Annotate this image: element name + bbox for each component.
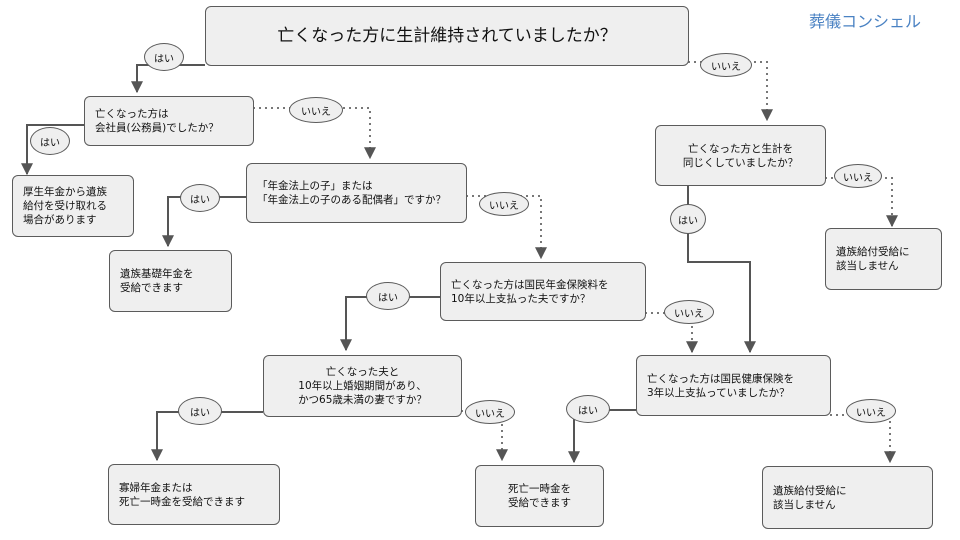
connector-no [645,312,698,354]
connector-yes [21,124,84,176]
no-label: いいえ [479,192,529,216]
question-employee: 亡くなった方は 会社員(公務員)でしたか？ [84,96,254,146]
yes-label: はい [566,395,610,423]
question-same-livelihood: 亡くなった方と生計を 同じくしていましたか？ [655,125,826,186]
connector-no [688,61,773,122]
no-label: いいえ [834,164,882,188]
question-child: 「年金法上の子」または 「年金法上の子のある配偶者」ですか？ [246,163,467,223]
result-not-eligible-2: 遺族給付受給に 該当しません [762,466,933,529]
connector-yes [151,411,263,462]
yes-label: はい [178,397,222,425]
question-supported: 亡くなった方に生計維持されていましたか？ [205,6,689,66]
question-husband-paid: 亡くなった方は国民年金保険料を 10年以上支払った夫ですか？ [440,262,646,321]
question-paid-3-years: 亡くなった方は国民健康保険を 3年以上支払っていましたか？ [636,355,831,416]
no-label: いいえ [700,53,752,77]
no-label: いいえ [465,400,515,424]
yes-label: はい [366,282,410,310]
result-kafu-nenkin: 寡婦年金または 死亡一時金を受給できます [108,464,280,525]
result-lump-sum: 死亡一時金を 受給できます [475,465,604,527]
connector-no [825,177,898,228]
yes-label: はい [30,127,70,155]
brand-logo: 葬儀コンシェル [808,12,921,31]
connector-no [830,414,896,464]
result-kosei-nenkin: 厚生年金から遺族 給付を受け取れる 場合があります [12,175,134,237]
connector-no [253,107,376,160]
no-label: いいえ [664,300,714,324]
yes-label: はい [180,184,220,212]
yes-label: はい [670,204,706,234]
connector-yes [162,196,246,248]
yes-label: はい [144,43,184,71]
no-label: いいえ [846,399,896,423]
connector-yes [131,64,205,94]
question-wife: 亡くなった夫と 10年以上婚姻期間があり、 かつ65歳未満の妻ですか？ [263,355,462,417]
result-not-eligible-1: 遺族給付受給に 該当しません [825,228,942,290]
result-kiso-nenkin: 遺族基礎年金を 受給できます [109,250,232,312]
no-label: いいえ [289,97,343,123]
